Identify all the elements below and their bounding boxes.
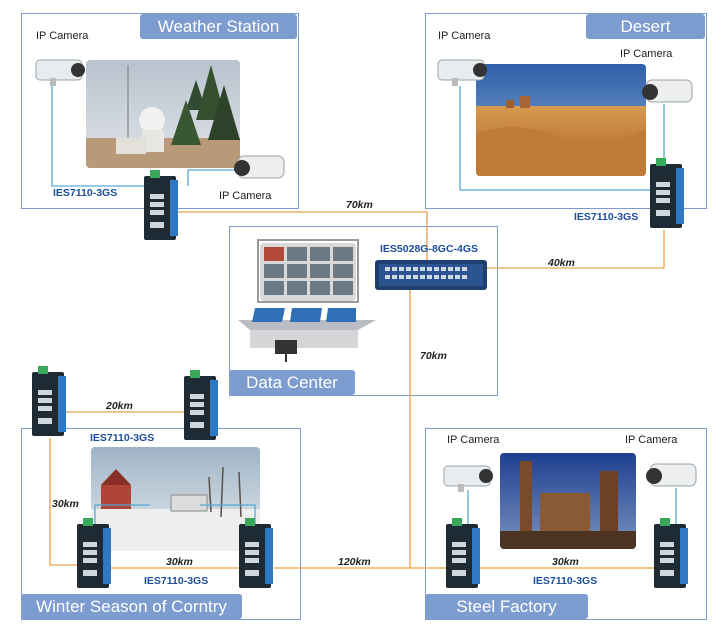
winter-title: Winter Season of Corntry <box>21 594 242 619</box>
distance-label: 70km <box>420 350 447 362</box>
fiber-winter-left <box>49 438 80 566</box>
switch-winter-bottom-right <box>237 518 277 590</box>
weather-station-photo <box>86 60 240 168</box>
ip-camera-icon <box>34 56 92 86</box>
switch-winter-top-right <box>182 370 222 442</box>
control-desk-drawing <box>238 239 376 362</box>
core-switch-model-label: IES5028G-8GC-4GS <box>380 243 479 255</box>
switch-desert <box>648 158 688 230</box>
camera-label: IP Camera <box>620 48 673 60</box>
ip-camera-icon <box>436 56 494 86</box>
ip-camera-icon <box>228 152 286 184</box>
switch-model-label: IES7110-3GS <box>144 575 209 587</box>
core-switch <box>375 260 487 290</box>
camera-label: IP Camera <box>36 30 89 42</box>
distance-label: 30km <box>166 556 193 568</box>
camera-label: IP Camera <box>438 30 491 42</box>
switch-model-label: IES7110-3GS <box>90 432 155 444</box>
camera-label: IP Camera <box>447 434 500 446</box>
weather-station-title: Weather Station <box>140 14 297 39</box>
switch-steel-right <box>652 518 692 590</box>
switch-steel-left <box>444 518 484 590</box>
switch-winter-top-left <box>30 366 70 438</box>
ip-camera-icon <box>636 76 694 108</box>
ip-camera-icon <box>442 462 500 494</box>
ip-camera-icon <box>640 460 700 492</box>
winter-photo <box>91 447 260 551</box>
camera-label: IP Camera <box>625 434 678 446</box>
steel-factory-title: Steel Factory <box>425 594 588 619</box>
distance-label: 40km <box>548 257 575 269</box>
desert-photo <box>476 64 646 176</box>
switch-model-label: IES7110-3GS <box>533 575 598 587</box>
camera-label: IP Camera <box>219 190 272 202</box>
distance-label: 120km <box>338 556 371 568</box>
steel-factory-photo <box>500 453 636 549</box>
switch-weather-station <box>142 170 182 242</box>
fiber-desert-to-dc <box>485 230 665 269</box>
switch-winter-bottom-left <box>75 518 115 590</box>
distance-label: 30km <box>552 556 579 568</box>
distance-label: 70km <box>346 199 373 211</box>
distance-label: 30km <box>52 498 79 510</box>
desert-title: Desert <box>586 14 705 39</box>
switch-model-label: IES7110-3GS <box>53 187 118 199</box>
fiber-dc-to-steel <box>409 286 446 569</box>
data-center-video-wall <box>260 243 356 301</box>
distance-label: 20km <box>106 400 133 412</box>
switch-model-label: IES7110-3GS <box>574 211 639 223</box>
data-center-title: Data Center <box>229 370 355 395</box>
